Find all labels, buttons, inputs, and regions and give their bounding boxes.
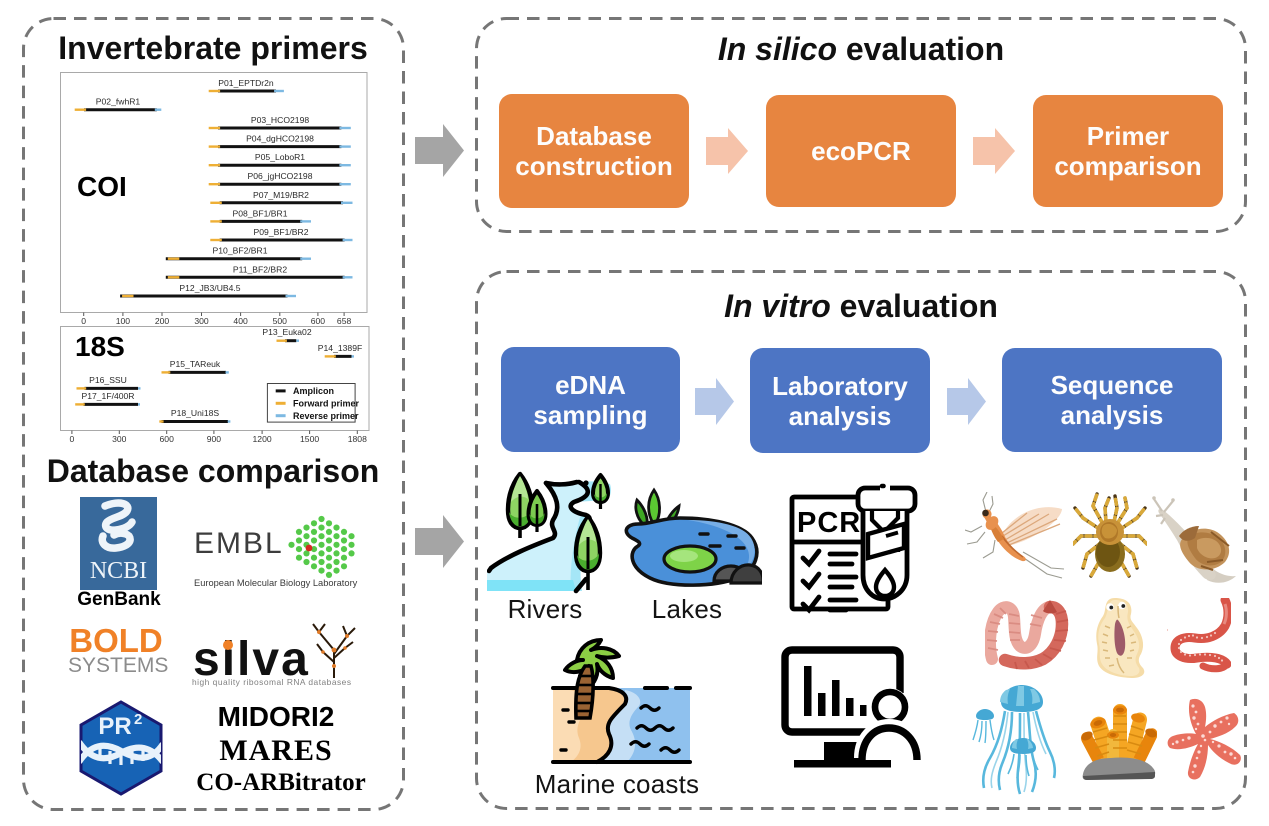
svg-text:Forward primer: Forward primer [293,398,360,408]
svg-text:P03_HCO2198: P03_HCO2198 [251,115,310,125]
svg-text:18S: 18S [75,331,125,362]
svg-text:300: 300 [194,316,209,326]
svg-text:COI: COI [77,171,127,202]
svg-text:P02_fwhR1: P02_fwhR1 [96,97,141,107]
svg-text:P15_TAReuk: P15_TAReuk [170,359,221,369]
svg-text:1808: 1808 [348,434,367,444]
svg-text:P10_BF2/BR1: P10_BF2/BR1 [213,246,268,256]
svg-text:300: 300 [112,434,127,444]
svg-text:500: 500 [273,316,288,326]
svg-text:600: 600 [160,434,175,444]
svg-text:P13_Euka02: P13_Euka02 [262,327,311,337]
svg-text:1200: 1200 [253,434,272,444]
svg-text:1500: 1500 [300,434,319,444]
svg-text:400: 400 [233,316,248,326]
svg-text:100: 100 [116,316,131,326]
svg-text:P12_JB3/UB4.5: P12_JB3/UB4.5 [179,283,240,293]
svg-text:PR: PR [98,713,131,740]
svg-text:2: 2 [134,711,142,728]
svg-text:P05_LoboR1: P05_LoboR1 [255,152,305,162]
svg-text:Amplicon: Amplicon [293,386,334,396]
svg-text:P08_BF1/BR1: P08_BF1/BR1 [233,208,288,218]
svg-text:900: 900 [207,434,222,444]
svg-text:P09_BF1/BR2: P09_BF1/BR2 [254,227,309,237]
svg-text:P06_jgHCO2198: P06_jgHCO2198 [248,171,313,181]
svg-text:0: 0 [81,316,86,326]
svg-text:Reverse primer: Reverse primer [293,411,359,421]
svg-text:P14_1389F: P14_1389F [318,343,362,353]
svg-text:600: 600 [311,316,326,326]
svg-text:200: 200 [155,316,170,326]
svg-text:658: 658 [337,316,352,326]
svg-text:P18_Uni18S: P18_Uni18S [171,408,220,418]
svg-text:0: 0 [70,434,75,444]
svg-text:NCBI: NCBI [90,558,147,584]
svg-text:P11_BF2/BR2: P11_BF2/BR2 [233,264,288,274]
svg-text:P17_1F/400R: P17_1F/400R [81,391,134,401]
svg-text:P01_EPTDr2n: P01_EPTDr2n [218,78,274,88]
svg-text:P07_M19/BR2: P07_M19/BR2 [253,190,309,200]
svg-text:P16_SSU: P16_SSU [89,375,127,385]
svg-text:PCR: PCR [797,507,861,539]
svg-text:P04_dgHCO2198: P04_dgHCO2198 [246,134,314,144]
